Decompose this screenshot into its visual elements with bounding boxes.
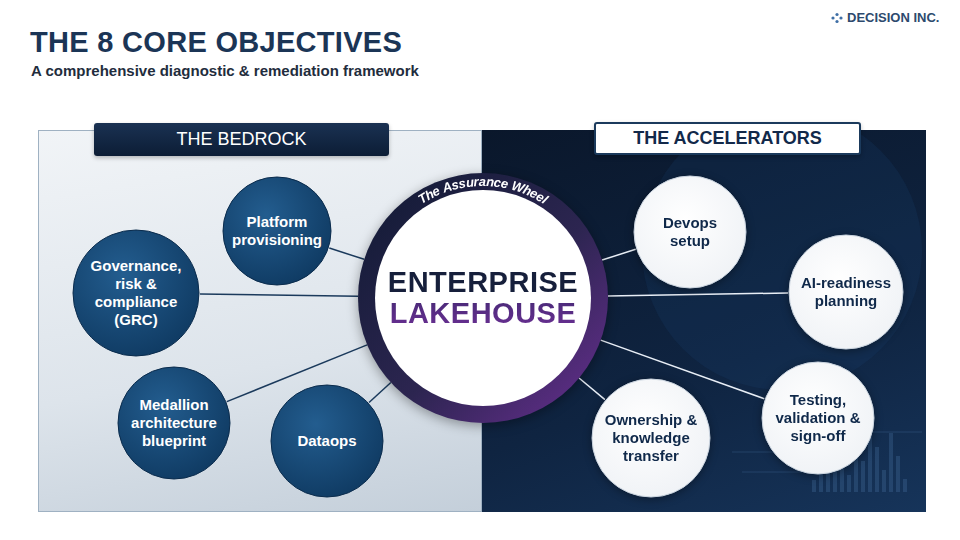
objective-circle: Medallion architecture blueprint	[117, 366, 231, 480]
objective-label: Medallion architecture blueprint	[124, 396, 224, 450]
panel-heading-tab: THE ACCELERATORS	[594, 122, 861, 155]
objective-circle: Dataops	[270, 384, 384, 498]
objective-circle: Devops setup	[633, 175, 747, 289]
objective-label: Testing, validation & sign-off	[770, 391, 866, 445]
panel-heading-tab: THE BEDROCK	[94, 123, 389, 156]
panel-heading: THE BEDROCK	[176, 129, 306, 150]
hub-title: ENTERPRISE LAKEHOUSE	[385, 267, 581, 330]
objective-label: AI-readiness planning	[796, 274, 896, 310]
objective-label: Devops setup	[642, 214, 738, 250]
objective-circle: Governance, risk & compliance (GRC)	[72, 229, 200, 357]
objective-circle: Platform provisioning	[222, 176, 332, 286]
objective-label: Dataops	[279, 432, 375, 450]
logo-icon	[830, 12, 844, 24]
logo-text: DECISION INC.	[847, 10, 939, 25]
objective-circle: Testing, validation & sign-off	[761, 361, 875, 475]
subtitle: A comprehensive diagnostic & remediation…	[31, 62, 419, 79]
title: THE 8 CORE OBJECTIVES	[30, 26, 402, 59]
panel-heading: THE ACCELERATORS	[633, 128, 822, 149]
hub-circle: The Assurance WheelENTERPRISE LAKEHOUSE	[358, 173, 608, 423]
objective-label: Ownership & knowledge transfer	[601, 411, 701, 465]
objective-circle: AI-readiness planning	[788, 234, 904, 350]
objective-circle: Ownership & knowledge transfer	[591, 378, 711, 498]
objective-label: Governance, risk & compliance (GRC)	[88, 257, 184, 329]
objective-label: Platform provisioning	[229, 213, 325, 249]
